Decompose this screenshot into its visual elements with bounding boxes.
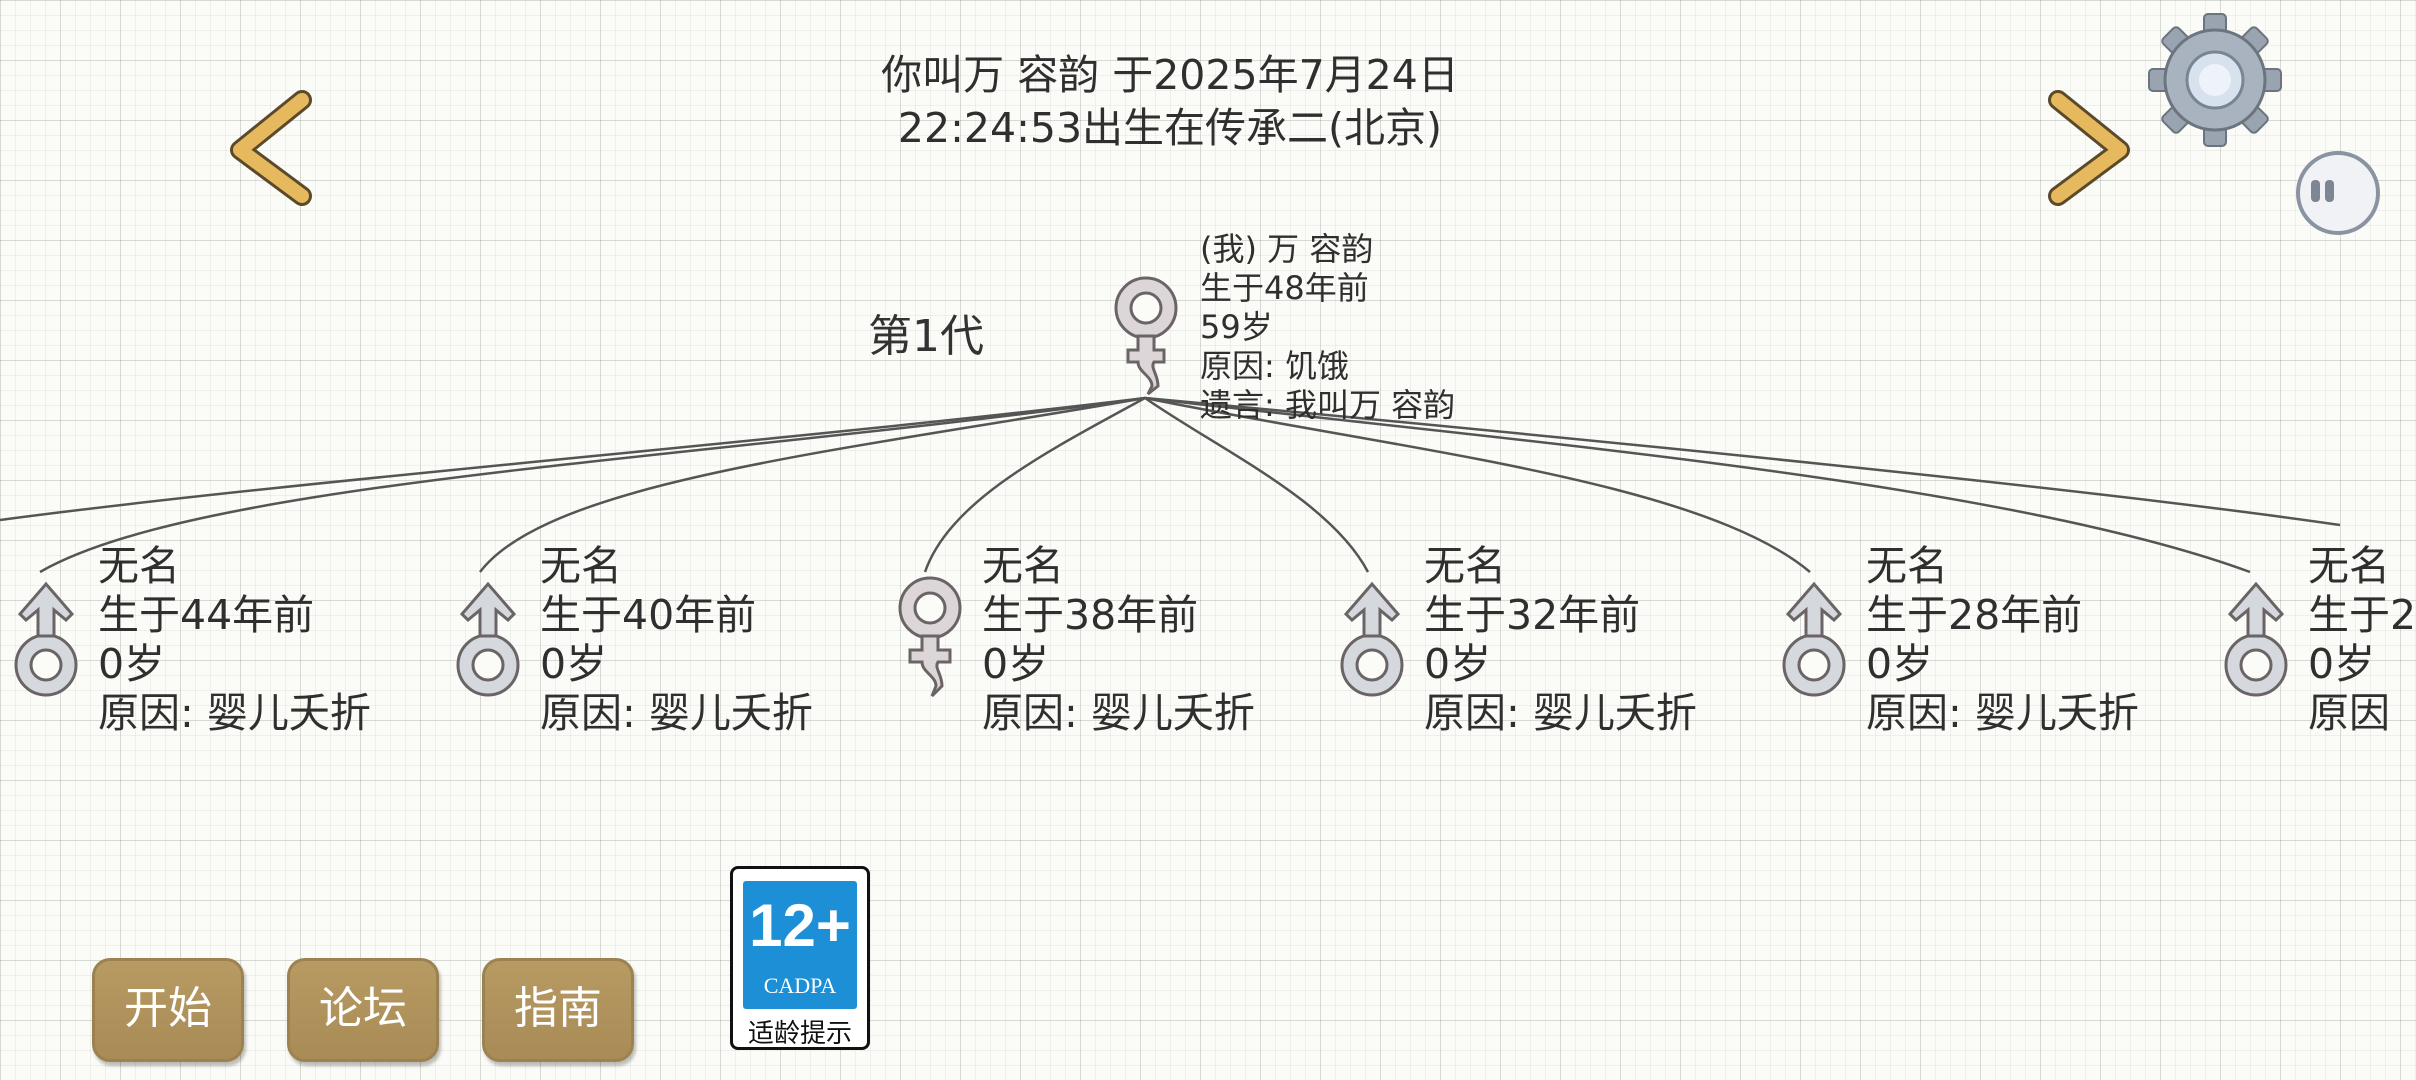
age-rating-badge: 12+ CADPA 适龄提示: [730, 866, 870, 1050]
child-name: 无名: [540, 542, 622, 590]
male-symbol-icon[interactable]: [448, 570, 528, 700]
start-button[interactable]: 开始: [92, 958, 244, 1062]
male-symbol-icon[interactable]: [1774, 570, 1854, 700]
gear-icon[interactable]: [2145, 10, 2285, 150]
self-info: (我) 万 容韵 生于48年前 59岁 原因: 饥饿 遗言: 我叫万 容韵: [1200, 230, 1455, 425]
family-tree-lines: [0, 396, 2341, 574]
chevron-right-icon[interactable]: [2030, 88, 2150, 208]
child-cause: 原因: 婴儿夭折: [982, 689, 1255, 737]
male-symbol-icon[interactable]: [2216, 570, 2296, 700]
forum-button[interactable]: 论坛: [287, 958, 439, 1062]
male-symbol-icon[interactable]: [1332, 570, 1412, 700]
child-age: 0岁: [2308, 640, 2376, 688]
child-cause: 原因: 婴儿夭折: [98, 689, 371, 737]
child-name: 无名: [982, 542, 1064, 590]
child-name: 无名: [1424, 542, 1506, 590]
child-cause: 原因: 婴儿夭折: [1424, 689, 1697, 737]
child-born: 生于2: [2308, 591, 2416, 639]
child-born: 生于40年前: [540, 591, 757, 639]
female-symbol-icon[interactable]: [890, 570, 970, 700]
side-handle-icon[interactable]: [2293, 148, 2380, 238]
male-symbol-icon[interactable]: [6, 570, 86, 700]
age-rating-caption: 适龄提示: [747, 1019, 852, 1049]
self-age: 59岁: [1200, 308, 1273, 346]
child-age: 0岁: [1866, 640, 1934, 688]
child-born: 生于38年前: [982, 591, 1199, 639]
age-rating-number: 12+: [749, 892, 851, 959]
child-born: 生于28年前: [1866, 591, 2083, 639]
child-cause: 原因: 婴儿夭折: [540, 689, 813, 737]
child-age: 0岁: [98, 640, 166, 688]
child-born: 生于32年前: [1424, 591, 1641, 639]
generation-label: 第1代: [868, 311, 984, 362]
child-age: 0岁: [540, 640, 608, 688]
self-name: (我) 万 容韵: [1200, 230, 1374, 268]
child-name: 无名: [2308, 542, 2390, 590]
female-symbol-icon[interactable]: [1108, 268, 1184, 398]
child-age: 0岁: [1424, 640, 1492, 688]
age-rating-org: CADPA: [763, 973, 837, 998]
age-rating-panel: 12+ CADPA: [743, 881, 857, 1009]
self-will: 遗言: 我叫万 容韵: [1200, 386, 1456, 424]
child-age: 0岁: [982, 640, 1050, 688]
child-cause: 原因: 婴儿夭折: [1866, 689, 2139, 737]
chevron-left-icon[interactable]: [210, 88, 330, 208]
birth-info-line2: 22:24:53出生在传承二(北京): [897, 104, 1443, 152]
self-cause: 原因: 饥饿: [1200, 347, 1349, 385]
birth-info-line1: 你叫万 容韵 于2025年7月24日: [881, 51, 1459, 99]
child-name: 无名: [1866, 542, 1948, 590]
self-born: 生于48年前: [1200, 269, 1369, 307]
child-cause: 原因: [2308, 689, 2390, 737]
child-born: 生于44年前: [98, 591, 315, 639]
child-name: 无名: [98, 542, 180, 590]
guide-button[interactable]: 指南: [482, 958, 634, 1062]
